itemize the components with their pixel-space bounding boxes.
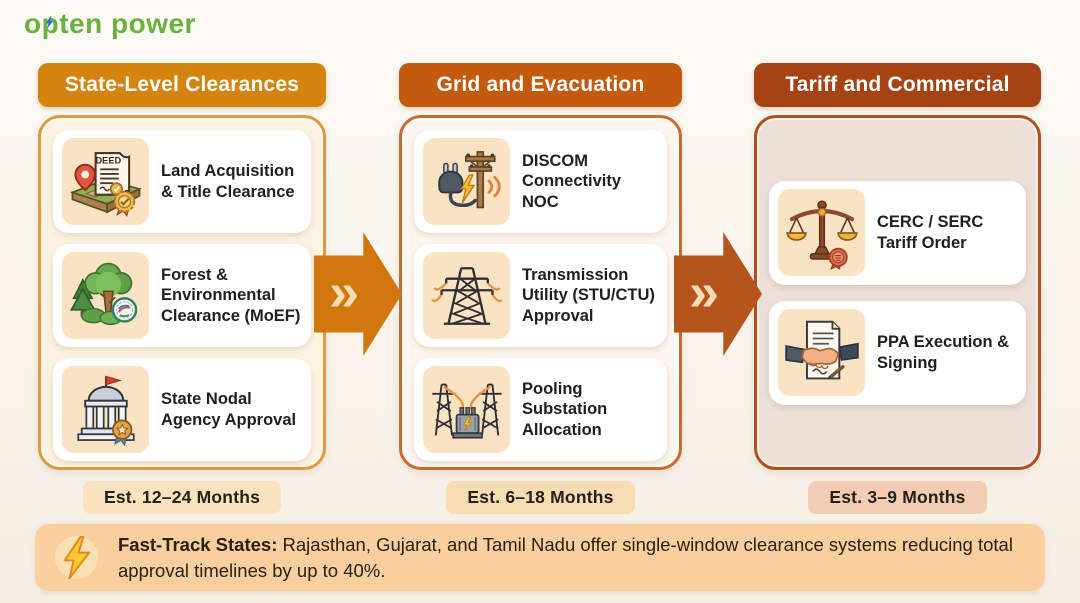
card-label: DISCOM Connectivity NOC [522, 151, 622, 211]
card-land-acquisition: DEED Land Acquisition & Title Clear [53, 130, 311, 233]
card-forest-environmental: Forest & Environmental Clearance (MoEF) [53, 244, 311, 347]
deed-document-icon: DEED [62, 138, 149, 225]
lightning-bolt-icon [54, 535, 99, 580]
card-pooling-substation: Pooling Substation Allocation [414, 358, 667, 461]
estimate-row-1: Est. 12–24 Months [38, 480, 326, 514]
opten-power-logo: opten power [24, 8, 196, 40]
scales-icon [778, 189, 865, 276]
forest-icon [62, 252, 149, 339]
transmission-tower-icon [423, 252, 510, 339]
panel-tariff-and-commercial: CERC / SERC Tariff Order [754, 115, 1041, 470]
card-label: State Nodal Agency Approval [161, 390, 297, 429]
logo-letter-p: p [42, 8, 60, 40]
logo-text-rest: ten power [59, 8, 196, 39]
logo-letter-o: o [24, 8, 42, 39]
substation-icon [423, 366, 510, 453]
estimate-row-3: Est. 3–9 Months [754, 480, 1041, 514]
card-ppa-execution: PPA Execution & Signing [769, 300, 1026, 405]
double-chevron-icon: » [688, 261, 720, 322]
fast-track-banner: Fast-Track States: Rajasthan, Gujarat, a… [35, 524, 1045, 591]
panel-state-level-clearances: DEED Land Acquisition & Title Clear [38, 115, 326, 470]
column-header-tariff-and-commercial: Tariff and Commercial [754, 63, 1041, 107]
government-building-icon [62, 366, 149, 453]
card-transmission-utility: Transmission Utility (STU/CTU) Approval [414, 244, 667, 347]
card-label: PPA Execution & Signing [877, 333, 1010, 372]
card-cerc-serc-tariff: CERC / SERC Tariff Order [769, 180, 1026, 285]
panel-grid-and-evacuation: DISCOM Connectivity NOC [399, 115, 682, 470]
estimate-badge-grid-evacuation: Est. 6–18 Months [446, 480, 635, 514]
card-label: Forest & Environmental Clearance (MoEF) [161, 265, 301, 325]
card-label: Land Acquisition & Title Clearance [161, 162, 295, 201]
card-label: Pooling Substation Allocation [522, 379, 608, 439]
plug-pole-icon [423, 138, 510, 225]
card-label: CERC / SERC Tariff Order [877, 213, 984, 252]
fast-track-title: Fast-Track States: [118, 533, 278, 555]
column-header-grid-and-evacuation: Grid and Evacuation [399, 63, 682, 107]
double-chevron-icon: » [328, 261, 360, 322]
estimate-badge-state-level: Est. 12–24 Months [82, 480, 282, 514]
estimate-badge-tariff-commercial: Est. 3–9 Months [808, 480, 987, 514]
svg-text:DEED: DEED [95, 155, 121, 165]
flow-arrow-icon: » [314, 232, 402, 356]
flow-arrow-icon: » [674, 232, 762, 356]
card-state-nodal-agency: State Nodal Agency Approval [53, 358, 311, 461]
lightning-icon [45, 16, 53, 29]
card-discom-noc: DISCOM Connectivity NOC [414, 130, 667, 233]
fast-track-text: Fast-Track States: Rajasthan, Gujarat, a… [118, 532, 1018, 583]
card-label: Transmission Utility (STU/CTU) Approval [522, 265, 655, 325]
fast-track-body: Rajasthan, Gujarat, and Tamil Nadu offer… [118, 533, 1013, 581]
handshake-icon [778, 309, 865, 396]
estimate-row-2: Est. 6–18 Months [399, 480, 682, 514]
column-header-state-level-clearances: State-Level Clearances [38, 63, 326, 107]
